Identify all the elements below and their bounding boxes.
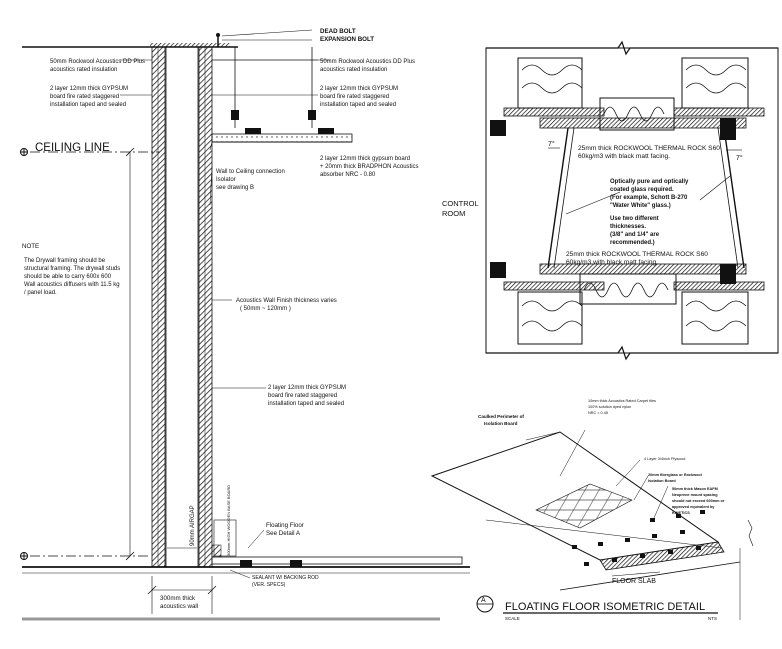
label-expansion-bolt: EXPANSION BOLT xyxy=(320,36,374,43)
note-line-2: structural framing. The drywall studs xyxy=(24,266,120,272)
label-isolator-2: Isolator xyxy=(216,177,236,183)
detail-nts: NTS xyxy=(708,616,717,621)
label-gypsum-lower-3: installation taped and sealed xyxy=(268,401,344,407)
note-line-5: / panel load. xyxy=(24,290,57,296)
note-line-1: The Drywall framing should be xyxy=(24,258,106,264)
label-floor-slab: FLOOR SLAB xyxy=(612,578,656,585)
label-room: ROOM xyxy=(442,209,465,218)
label-wall-thickness: 300mm thick xyxy=(160,595,196,602)
label-mount-4: approved equivalent by xyxy=(672,505,715,509)
label-glass-8: recommended.) xyxy=(610,240,655,246)
label-rockwool-bottom: 25mm thick ROCKWOOL THERMAL ROCK S60 xyxy=(566,251,708,258)
label-glass-6: thicknesses. xyxy=(610,224,646,230)
label-gypsum-board: 2 layer 12mm thick gypsum board xyxy=(320,156,410,162)
label-glass-7: (3/8" and 1/4" are xyxy=(610,232,660,238)
label-rockwool-top: 25mm thick ROCKWOOL THERMAL ROCK S60 xyxy=(578,145,720,152)
label-control: CONTROL xyxy=(442,199,479,208)
label-glass-2: coated glass required. xyxy=(610,187,674,193)
label-isolator: Wall to Ceiling connection xyxy=(216,169,285,175)
label-gypsum-left-3: installation taped and sealed xyxy=(50,102,126,108)
window-section-drawing xyxy=(485,40,779,361)
label-rockwool-left: 50mm Rockwool Acoustics DD Plus xyxy=(50,59,145,65)
label-gypsum-right: 2 layer 12mm thick GYPSUM xyxy=(320,86,398,92)
label-angle-left: 7° xyxy=(548,140,555,148)
label-base-board: 300mm HIGH WOODEN BASE BOARD xyxy=(226,485,231,556)
label-wall-finish: Acoustics Wall Finish thickness varies xyxy=(236,298,337,304)
label-glass-5: Use two different xyxy=(610,216,659,222)
label-floating-floor-2: See Detail A xyxy=(266,530,301,537)
label-glass-1: Optically pure and optically xyxy=(610,179,689,185)
label-gypsum-left: 2 layer 12mm thick GYPSUM xyxy=(50,86,128,92)
detail-scale: SCALE xyxy=(505,616,520,621)
label-rockwool-bottom-2: 60kg/m3 with black matt facing. xyxy=(566,259,658,266)
note-title: NOTE xyxy=(22,243,39,250)
label-gypsum-left-2: board fire rated staggered xyxy=(50,94,119,100)
label-mount-2: Neoprene mount spacing xyxy=(672,493,718,497)
label-plywood: 4 Layer 3/4inch Plywood xyxy=(644,457,685,461)
detail-title: FLOATING FLOOR ISOMETRIC DETAIL xyxy=(505,601,705,613)
note-line-3: should be able to carry 600x 600 xyxy=(24,274,112,280)
label-glass-3: (For example, Schott B-270 xyxy=(610,195,688,201)
floor-isometric-drawing xyxy=(430,429,754,620)
label-angle-right: 7° xyxy=(736,154,743,162)
label-carpet-2: 100% solution dyed nylon xyxy=(588,405,631,409)
label-mount-3: should not exceed 600mm or xyxy=(672,499,725,503)
window-section-labels: 25mm thick ROCKWOOL THERMAL ROCK S60 60k… xyxy=(442,140,743,266)
label-mount-5: KINETICS xyxy=(672,511,690,515)
wall-section-labels: DEAD BOLT EXPANSION BOLT 50mm Rockwool A… xyxy=(22,28,419,610)
label-sealant: SEALANT W/ BACKING ROD xyxy=(252,575,319,581)
label-airgap: 90mm AIRGAP xyxy=(190,505,196,546)
label-mount: 50mm thick Mason EAFM xyxy=(672,487,718,491)
label-fiberglass-2: Isolation Board xyxy=(648,479,676,483)
label-glass-4: "Water White" glass.) xyxy=(610,203,671,209)
label-sealant-2: (VER. SPECS) xyxy=(252,582,286,588)
label-floating-floor: Floating Floor xyxy=(266,522,304,529)
label-caulked: Caulked Perimeter of xyxy=(478,414,524,419)
label-rockwool-right-2: acoustics rated insulation xyxy=(320,67,387,73)
label-fiberglass: 20mm fiberglass or Rockwool xyxy=(648,473,702,477)
label-isolator-3: see drawing B xyxy=(216,185,254,191)
label-gypsum-board-2: + 20mm thick BRADPHON Acoustics xyxy=(320,164,419,170)
label-ceiling-line: CEILING LINE xyxy=(35,142,110,154)
detail-tag: A xyxy=(481,597,486,604)
label-carpet-3: NRC = 0.45 xyxy=(588,411,608,415)
label-gypsum-lower: 2 layer 12mm thick GYPSUM xyxy=(268,385,346,391)
label-gypsum-right-2: board fire rated staggered xyxy=(320,94,389,100)
floor-detail-labels: Caulked Perimeter of Isolation Board 10m… xyxy=(478,399,725,621)
label-caulked-2: Isolation Board xyxy=(484,421,518,426)
label-carpet: 10mm thick Acoustics Rated Carpet tiles xyxy=(588,399,656,403)
note-line-4: Wall acoustics diffusers with 11.5 kg xyxy=(24,282,120,288)
wall-section-drawing xyxy=(20,29,470,621)
label-wall-thickness-2: acoustics wall xyxy=(160,603,198,610)
label-wall-finish-2: ( 50mm ~ 120mm ) xyxy=(240,306,291,312)
label-gypsum-lower-2: board fire rated staggered xyxy=(268,393,337,399)
label-dead-bolt: DEAD BOLT xyxy=(320,28,356,35)
label-gypsum-board-3: absorber NRC - 0.80 xyxy=(320,172,376,178)
label-gypsum-right-3: installation taped and sealed xyxy=(320,102,396,108)
label-rockwool-right: 50mm Rockwool Acoustics DD Plus xyxy=(320,59,415,65)
label-rockwool-top-2: 60kg/m3 with black matt facing. xyxy=(578,153,670,160)
label-rockwool-left-2: acoustics rated insulation xyxy=(50,67,117,73)
